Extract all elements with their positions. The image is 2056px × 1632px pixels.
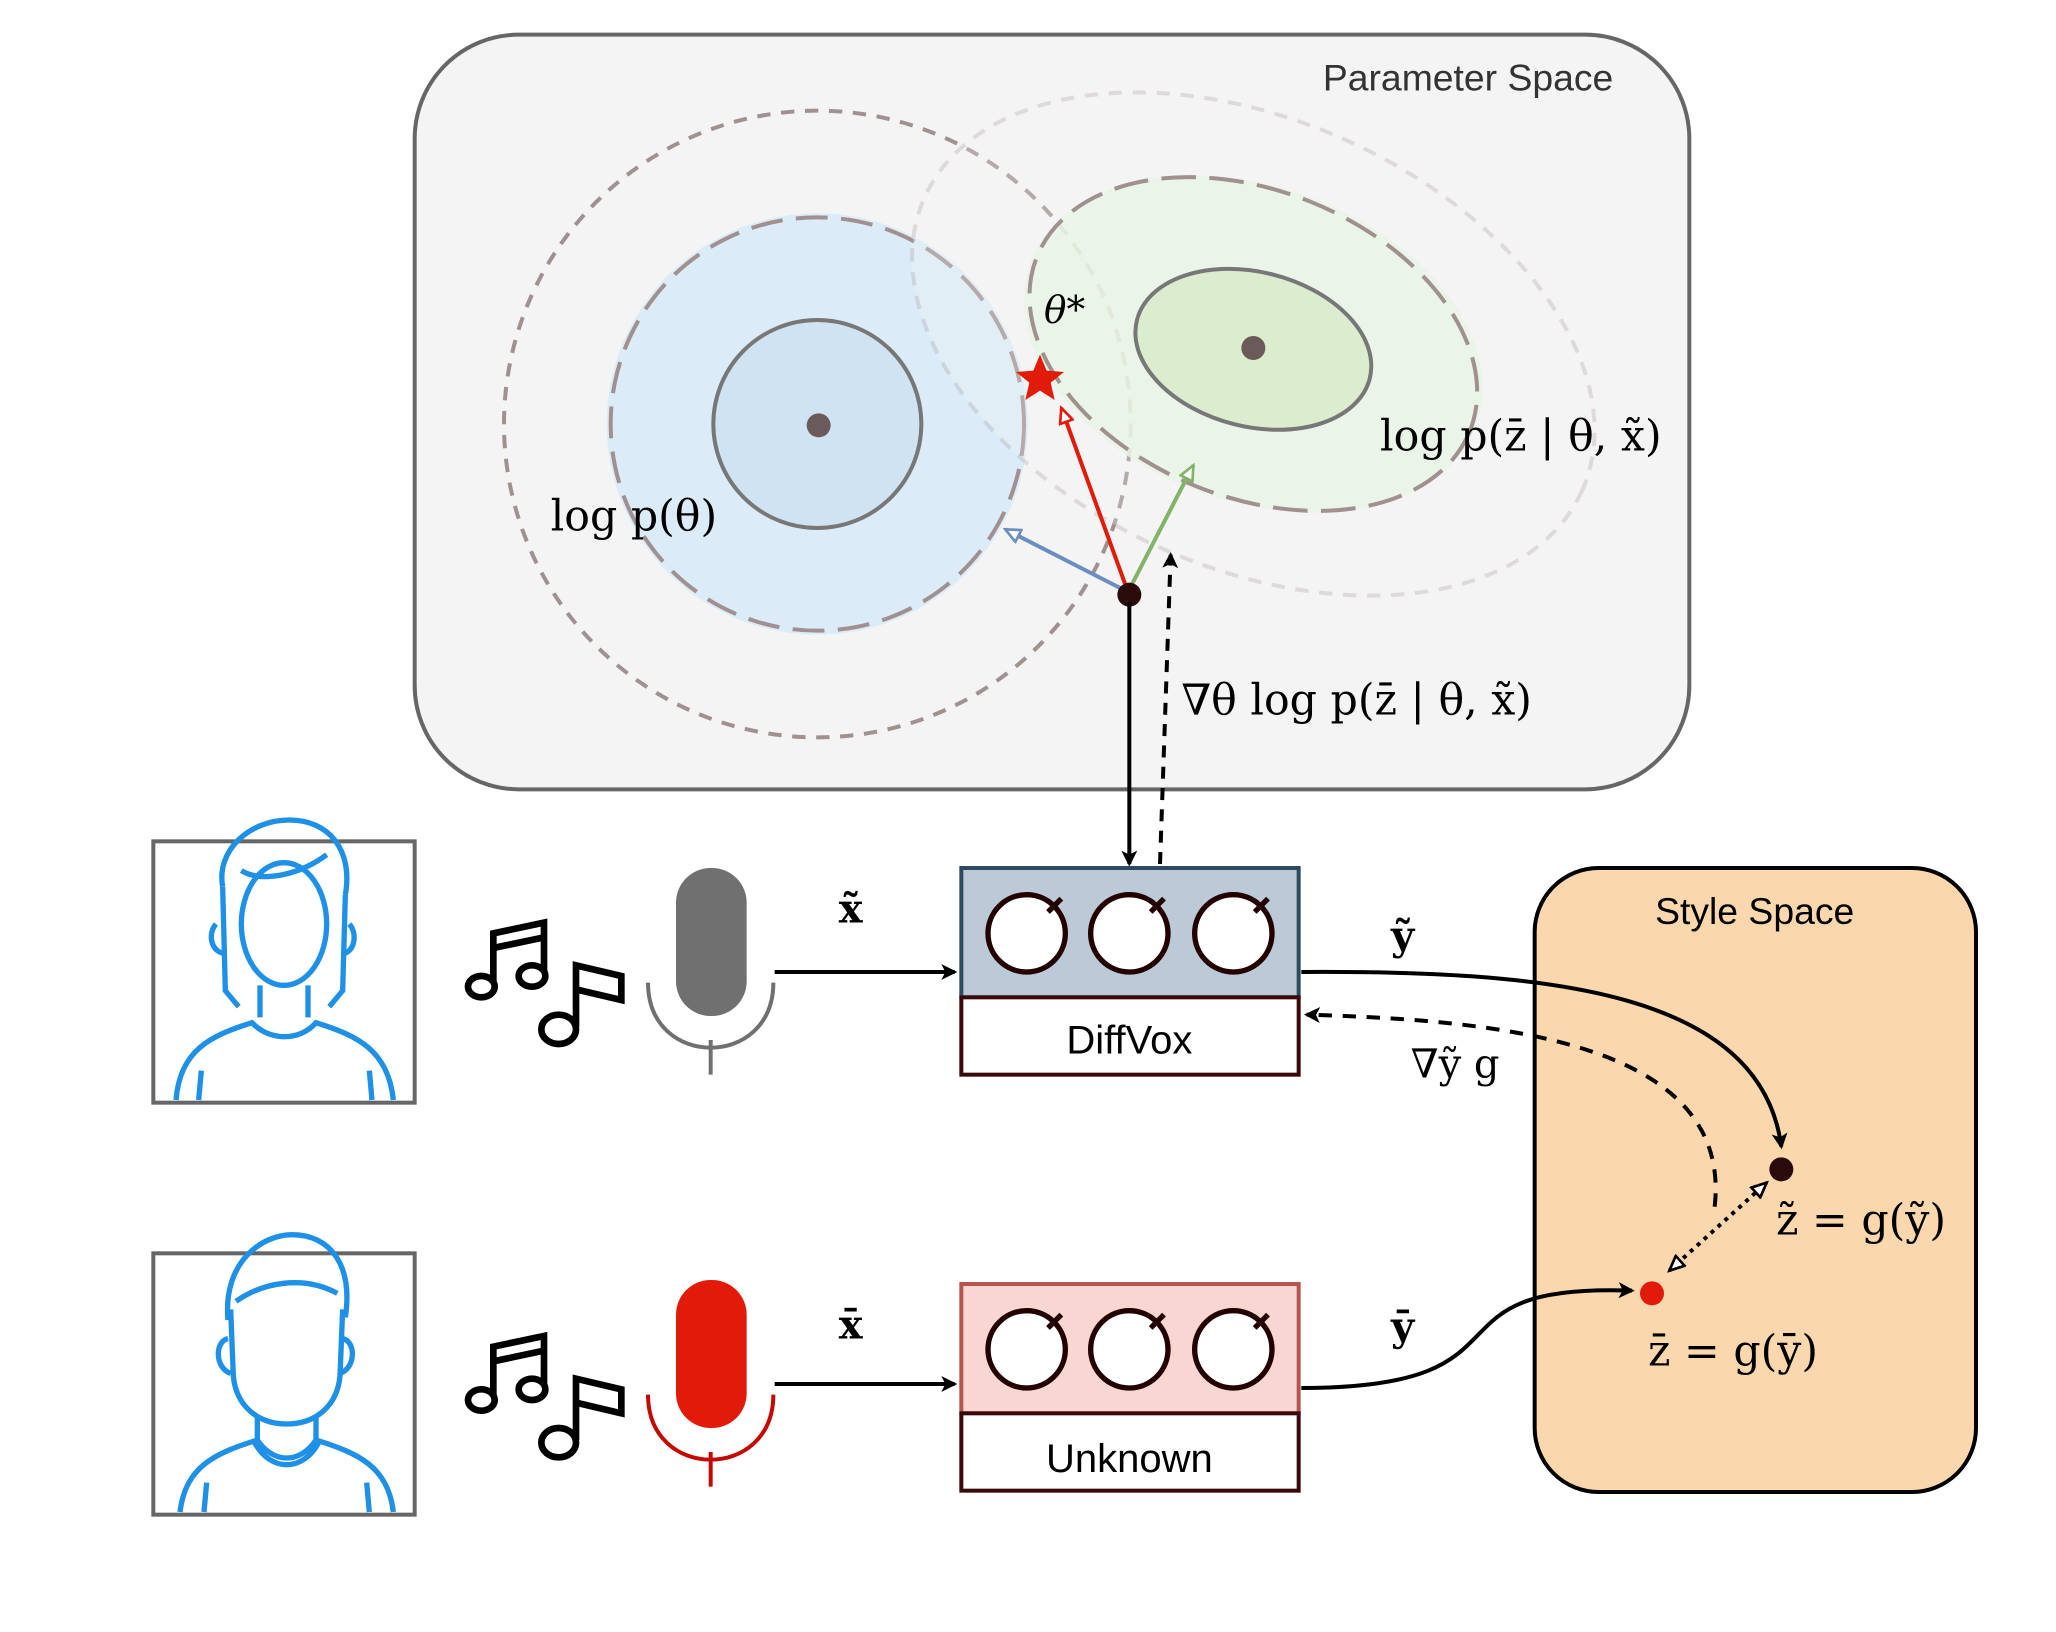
z-tilde-dot bbox=[1769, 1157, 1794, 1182]
unknown-label: Unknown bbox=[1046, 1437, 1213, 1481]
bottom-row: x̄ Unknown ȳ bbox=[151, 1235, 1635, 1517]
likelihood-mean-dot bbox=[1241, 336, 1266, 360]
prior-mean-dot bbox=[806, 413, 831, 438]
knob-icon bbox=[988, 895, 1065, 972]
knob-icon bbox=[1195, 895, 1272, 972]
current-parameter-dot bbox=[1117, 582, 1142, 607]
likelihood-label: log p(z̄ | θ, x̃) bbox=[1380, 412, 1662, 462]
style-distance-arrow bbox=[1669, 1183, 1766, 1271]
style-gradient-label: ∇ỹ g bbox=[1411, 1041, 1500, 1087]
theta-star-label: θ* bbox=[1044, 288, 1085, 332]
prior-label: log p(θ) bbox=[551, 492, 717, 542]
parameter-gradient-label: ∇θ log p(z̄ | θ, x̃) bbox=[1181, 676, 1532, 726]
z-bar-dot bbox=[1640, 1281, 1664, 1306]
diffvox-label: DiffVox bbox=[1066, 1018, 1192, 1062]
knob-icon bbox=[1091, 895, 1168, 972]
z-bar-label: z̄ = g(ȳ) bbox=[1648, 1326, 1818, 1376]
output-arrow-bottom bbox=[1301, 1282, 1635, 1390]
x-tilde-label: x̃ bbox=[839, 886, 864, 933]
diffvox-box: DiffVox bbox=[959, 866, 1301, 1077]
star-icon bbox=[1016, 354, 1064, 400]
z-tilde-label: z̃ = g(ỹ) bbox=[1776, 1196, 1946, 1246]
x-bar-label: x̄ bbox=[839, 1302, 864, 1349]
style-gradient-arrow bbox=[1304, 1007, 1718, 1207]
gradient-to-parameter-arrow bbox=[1158, 552, 1179, 865]
y-tilde-label: ỹ bbox=[1390, 912, 1416, 959]
output-arrow-top bbox=[1301, 969, 1788, 1150]
y-bar-label: ȳ bbox=[1390, 1303, 1416, 1350]
music-notes-icon bbox=[468, 1336, 621, 1457]
microphone-icon bbox=[646, 1280, 776, 1487]
microphone-icon bbox=[646, 868, 776, 1075]
unknown-box: Unknown bbox=[959, 1281, 1301, 1493]
prior-gradient-arrow bbox=[1005, 527, 1129, 594]
knob-icon bbox=[988, 1311, 1065, 1388]
combined-gradient-arrow bbox=[1061, 408, 1130, 593]
knob-icon bbox=[1091, 1311, 1168, 1388]
likelihood-gradient-arrow bbox=[1126, 465, 1196, 593]
top-row: x̃ DiffVox ỹ ∇ỹ g bbox=[151, 820, 1788, 1207]
music-notes-icon bbox=[468, 923, 621, 1044]
parameter-space: Parameter Space θ* log p(θ) log p(z̄ bbox=[412, 32, 1692, 792]
singer-avatar-top bbox=[151, 839, 417, 1105]
style-space: Style Space z̃ = g(ỹ) z̄ = g(ȳ) bbox=[1532, 866, 1978, 1494]
parameter-space-title: Parameter Space bbox=[1323, 57, 1613, 99]
style-space-title: Style Space bbox=[1655, 890, 1854, 932]
knob-icon bbox=[1195, 1311, 1272, 1388]
prior-distribution bbox=[501, 108, 1133, 740]
